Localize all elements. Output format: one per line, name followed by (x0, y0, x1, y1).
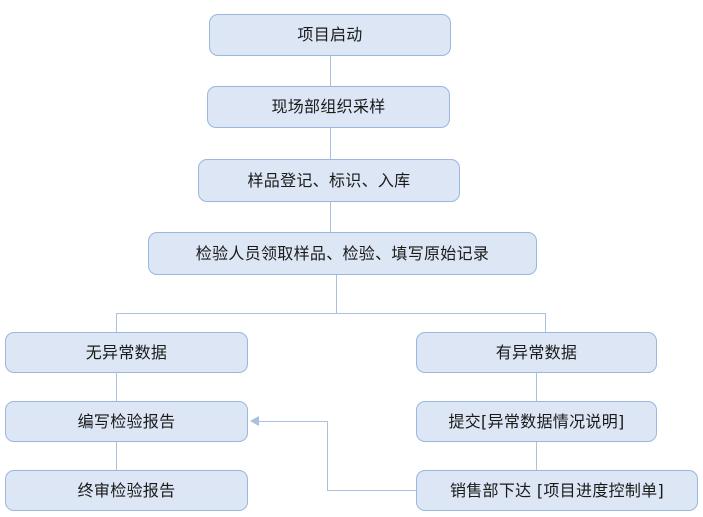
connector-field-sampling-to-sample-register (330, 128, 331, 159)
connector-write-report-to-final-report (116, 442, 117, 470)
connector-branch-to-no-anomaly (116, 313, 117, 333)
connector-sample-register-to-inspect-record (330, 202, 331, 232)
node-has-anomaly[interactable]: 有异常数据 (416, 332, 657, 373)
node-submit-anomaly[interactable]: 提交[异常数据情况说明] (416, 401, 657, 442)
connector-branch-split-bar (116, 313, 546, 314)
connector-has-anomaly-to-submit-anomaly (536, 373, 537, 401)
node-final-report[interactable]: 终审检验报告 (5, 470, 248, 511)
node-has-anomaly-label: 有异常数据 (495, 342, 578, 362)
node-start-label: 项目启动 (297, 25, 363, 45)
feedback-arrowhead-icon (250, 416, 259, 426)
connector-branch-to-has-anomaly (545, 313, 546, 333)
node-sales-order-label: 销售部下达 [项目进度控制单] (449, 480, 665, 500)
node-no-anomaly[interactable]: 无异常数据 (5, 332, 248, 373)
node-no-anomaly-label: 无异常数据 (85, 342, 168, 362)
connector-sales-order-feedback-riser (327, 421, 328, 491)
node-sample-register-label: 样品登记、标识、入库 (247, 170, 411, 190)
node-final-report-label: 终审检验报告 (77, 480, 176, 500)
node-sample-register[interactable]: 样品登记、标识、入库 (198, 159, 460, 202)
node-write-report-label: 编写检验报告 (77, 411, 176, 431)
node-inspect-record-label: 检验人员领取样品、检验、填写原始记录 (195, 243, 490, 263)
node-submit-anomaly-label: 提交[异常数据情况说明] (448, 411, 625, 431)
node-start[interactable]: 项目启动 (209, 14, 451, 56)
node-field-sampling[interactable]: 现场部组织采样 (207, 86, 450, 128)
node-inspect-record[interactable]: 检验人员领取样品、检验、填写原始记录 (148, 232, 537, 275)
node-sales-order[interactable]: 销售部下达 [项目进度控制单] (416, 470, 698, 511)
connector-inspect-record-to-branch (336, 275, 337, 313)
connector-start-to-field-sampling (330, 56, 331, 86)
connector-submit-anomaly-to-sales-order (536, 442, 537, 470)
connector-no-anomaly-to-write-report (116, 373, 117, 401)
node-write-report[interactable]: 编写检验报告 (5, 401, 248, 442)
connector-sales-order-feedback-bottom (327, 490, 416, 491)
node-field-sampling-label: 现场部组织采样 (271, 97, 386, 117)
connector-sales-order-feedback-top (258, 421, 328, 422)
